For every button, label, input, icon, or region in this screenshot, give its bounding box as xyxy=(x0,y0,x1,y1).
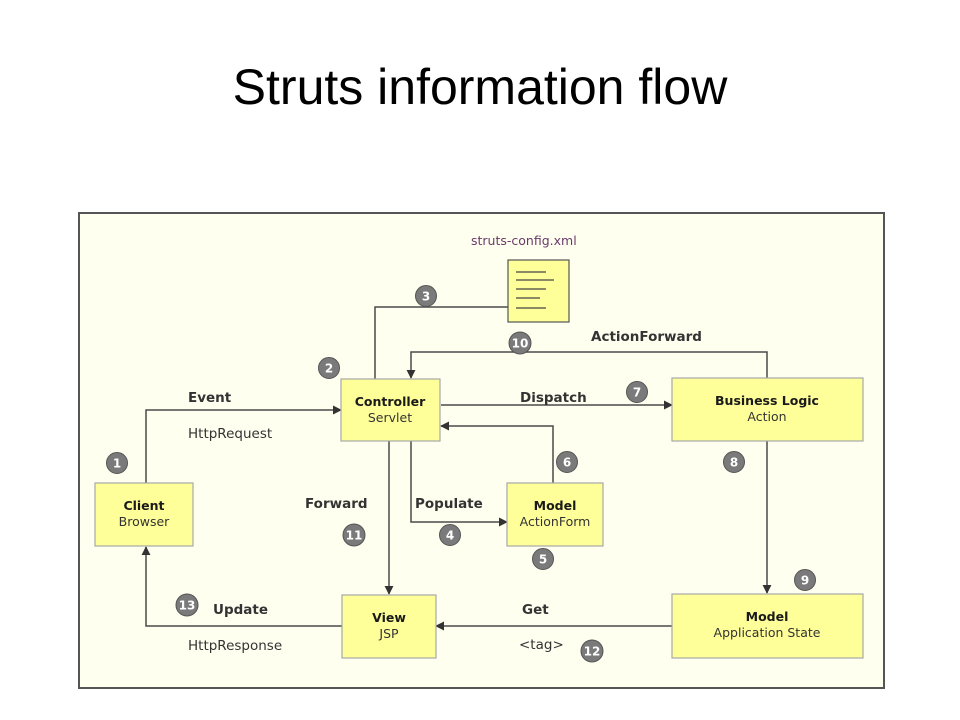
step-badge: 9 xyxy=(794,569,816,591)
svg-text:13: 13 xyxy=(179,599,196,613)
action-forward-arrow xyxy=(406,351,768,379)
step-badge: 11 xyxy=(342,523,366,547)
step-badge: 12 xyxy=(580,639,604,663)
business-title: Business Logic xyxy=(715,393,819,408)
populate-label: Populate xyxy=(415,496,483,512)
svg-text:5: 5 xyxy=(539,553,547,567)
step-badge: 10 xyxy=(508,331,532,355)
event-label: Event xyxy=(188,390,232,406)
update-label: Update xyxy=(213,602,268,618)
step-badge: 2 xyxy=(318,357,340,379)
business-subtitle: Action xyxy=(747,409,786,424)
svg-text:4: 4 xyxy=(446,529,454,543)
view-title: View xyxy=(372,610,406,625)
form-title: Model xyxy=(534,498,577,513)
state-title: Model xyxy=(746,609,789,624)
svg-text:12: 12 xyxy=(584,645,601,659)
get-label: Get xyxy=(522,602,549,618)
action-forward-label: ActionForward xyxy=(591,329,702,345)
document-icon xyxy=(507,259,570,323)
forward-label: Forward xyxy=(305,496,368,512)
step-badge: 3 xyxy=(415,285,437,307)
svg-text:6: 6 xyxy=(563,456,571,470)
controller-title: Controller xyxy=(355,394,426,409)
step-badge: 13 xyxy=(175,593,199,617)
svg-text:3: 3 xyxy=(422,290,430,304)
step-badge: 1 xyxy=(106,452,128,474)
svg-text:7: 7 xyxy=(633,386,641,400)
client-subtitle: Browser xyxy=(119,514,171,529)
step-badge: 5 xyxy=(532,548,554,570)
svg-text:10: 10 xyxy=(512,337,529,351)
controller-servlet-box: Controller Servlet xyxy=(340,378,441,442)
step-badge: 4 xyxy=(439,524,461,546)
step-badge: 8 xyxy=(723,451,745,473)
client-title: Client xyxy=(123,498,164,513)
populate-arrow xyxy=(410,441,508,527)
controller-subtitle: Servlet xyxy=(368,410,412,425)
client-browser-box: Client Browser xyxy=(94,482,194,547)
struts-config-document: struts-config.xml xyxy=(471,233,577,323)
svg-text:11: 11 xyxy=(346,529,363,543)
svg-text:1: 1 xyxy=(113,457,121,471)
slide-title: Struts information flow xyxy=(232,59,728,115)
view-subtitle: JSP xyxy=(378,626,399,641)
model-actionform-box: Model ActionForm xyxy=(506,482,604,547)
business-logic-action-box: Business Logic Action xyxy=(671,377,864,442)
view-jsp-box: View JSP xyxy=(341,594,437,659)
step-badge: 7 xyxy=(626,381,648,403)
form-to-controller-arrow xyxy=(440,421,554,483)
state-subtitle: Application State xyxy=(714,625,821,640)
tag-label: <tag> xyxy=(519,637,564,653)
http-request-label: HttpRequest xyxy=(188,426,272,442)
dispatch-label: Dispatch xyxy=(520,390,587,406)
model-application-state-box: Model Application State xyxy=(671,593,864,659)
form-subtitle: ActionForm xyxy=(520,514,591,529)
config-link xyxy=(374,306,508,379)
http-response-label: HttpResponse xyxy=(188,638,282,654)
update-arrow xyxy=(141,546,342,627)
svg-text:9: 9 xyxy=(801,574,809,588)
svg-text:8: 8 xyxy=(730,456,738,470)
config-file-label: struts-config.xml xyxy=(471,233,577,248)
svg-text:2: 2 xyxy=(325,362,333,376)
event-arrow xyxy=(145,405,342,483)
step-badge: 6 xyxy=(556,451,578,473)
